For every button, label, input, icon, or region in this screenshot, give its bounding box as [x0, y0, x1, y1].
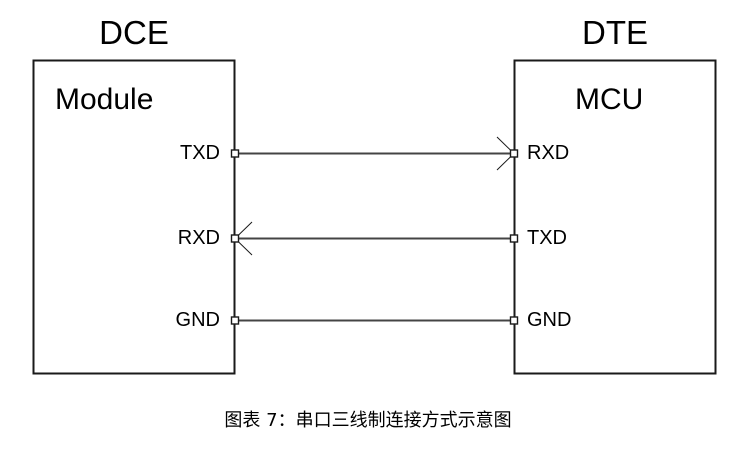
dte-pin-label-rxd: RXD — [527, 142, 570, 164]
dte-pin-label-gnd: GND — [527, 309, 572, 331]
dte-mcu-box — [513, 59, 717, 375]
dce-pin-label-rxd: RXD — [177, 227, 220, 249]
dce-pin-label-gnd: GND — [175, 309, 220, 331]
port-marker-dce-rxd — [230, 234, 240, 243]
port-marker-dte-rxd — [509, 149, 519, 158]
dce-device-name-label: Module — [55, 83, 154, 116]
port-marker-dce-gnd — [230, 316, 240, 325]
dce-header-label: DCE — [99, 14, 169, 51]
dce-module-box — [32, 59, 236, 375]
figure-caption: 图表 7：串口三线制连接方式示意图 — [224, 410, 512, 431]
port-marker-dte-gnd — [509, 316, 519, 325]
port-marker-dce-txd — [230, 149, 240, 158]
dce-pin-label-txd: TXD — [180, 142, 220, 164]
dte-header-label: DTE — [582, 14, 648, 51]
dte-device-name-label: MCU — [575, 83, 644, 116]
dte-pin-label-txd: TXD — [527, 227, 567, 249]
port-marker-dte-txd — [509, 234, 519, 243]
